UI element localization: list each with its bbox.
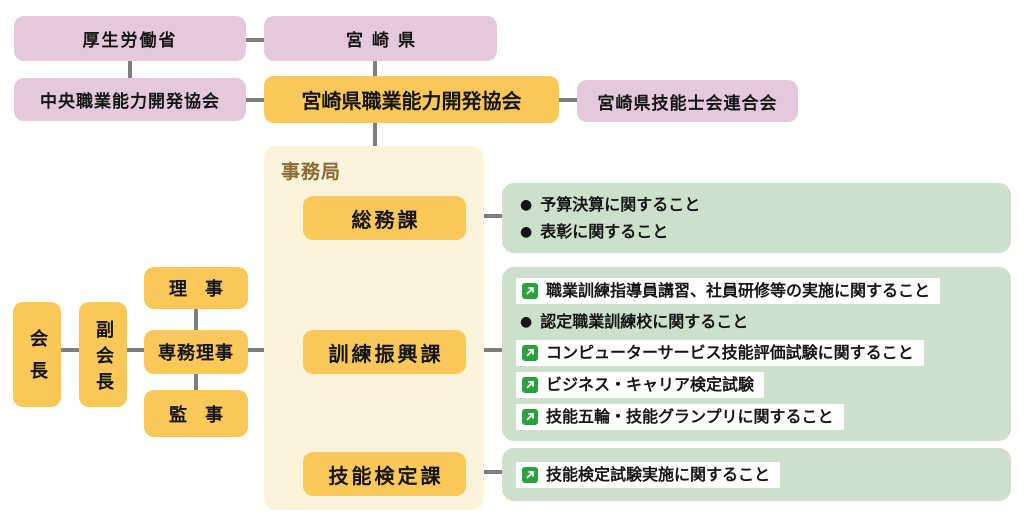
- task-link[interactable]: 職業訓練指導員講習、社員研修等の実施に関すること: [516, 278, 941, 304]
- external-link-icon: [522, 466, 538, 483]
- secretariat-label: 事務局: [281, 161, 342, 183]
- box-main-association: 宮崎県職業能力開発協会: [264, 76, 559, 123]
- box-vice-chairman: 副会長: [79, 302, 127, 407]
- box-dept-skill-testing: 技能検定課: [303, 452, 466, 496]
- task-text: ビジネス・キャリア検定試験: [546, 375, 755, 394]
- task-text: 技能検定試験実施に関すること: [546, 464, 771, 484]
- task-item: ● 表彰に関すること: [516, 220, 668, 244]
- box-central-association: 中央職業能力開発協会: [14, 78, 246, 121]
- external-link-icon: [522, 283, 538, 299]
- task-text: 技能五輪・技能グランプリに関すること: [546, 407, 834, 426]
- connector-line: [373, 122, 377, 147]
- box-auditors: 監 事: [144, 390, 248, 437]
- box-miyazaki-prefecture: 宮崎県: [264, 16, 497, 61]
- box-chairman: 会長: [13, 302, 61, 407]
- task-panel-skill-testing: 技能検定試験実施に関すること: [502, 448, 1011, 501]
- connector-line: [127, 348, 145, 352]
- box-skilled-workers-federation: 宮崎県技能士会連合会: [577, 80, 798, 122]
- bullet-icon: ●: [520, 223, 533, 240]
- connector-line: [466, 348, 502, 352]
- connector-line: [373, 60, 377, 79]
- connector-line: [466, 470, 502, 474]
- connector-line: [466, 214, 502, 218]
- connector-line: [194, 308, 198, 331]
- task-item: ● 認定職業訓練校に関すること: [516, 310, 748, 334]
- box-executive-director: 専務理事: [144, 330, 248, 374]
- task-text: 予算決算に関すること: [540, 194, 701, 214]
- task-item: ● 予算決算に関すること: [516, 193, 700, 217]
- box-directors: 理 事: [144, 267, 248, 309]
- box-dept-general-affairs: 総務課: [303, 196, 466, 240]
- task-text: 職業訓練指導員講習、社員研修等の実施に関すること: [546, 281, 931, 300]
- connector-line: [246, 38, 265, 42]
- task-link[interactable]: ビジネス・キャリア検定試験: [516, 372, 765, 398]
- task-panel-training-promotion: 職業訓練指導員講習、社員研修等の実施に関すること ● 認定職業訓練校に関すること…: [502, 267, 1011, 441]
- task-panel-general-affairs: ● 予算決算に関すること ● 表彰に関すること: [502, 183, 1011, 253]
- external-link-icon: [522, 345, 538, 361]
- connector-line: [558, 98, 578, 102]
- bullet-icon: ●: [520, 314, 533, 330]
- bullet-icon: ●: [520, 196, 533, 213]
- connector-line: [246, 98, 265, 102]
- connector-line: [194, 373, 198, 391]
- external-link-icon: [522, 377, 538, 393]
- box-mhlw: 厚生労働省: [14, 16, 246, 61]
- external-link-icon: [522, 409, 538, 425]
- task-link[interactable]: 技能五輪・技能グランプリに関すること: [516, 404, 844, 430]
- box-dept-training-promotion: 訓練振興課: [303, 330, 466, 374]
- task-text: 認定職業訓練校に関すること: [540, 312, 749, 331]
- task-text: コンピューターサービス技能評価試験に関すること: [546, 343, 914, 362]
- connector-line: [128, 60, 132, 79]
- task-text: 表彰に関すること: [540, 221, 669, 241]
- connector-line: [61, 348, 80, 352]
- task-link[interactable]: コンピューターサービス技能評価試験に関すること: [516, 340, 924, 366]
- task-link[interactable]: 技能検定試験実施に関すること: [516, 461, 781, 488]
